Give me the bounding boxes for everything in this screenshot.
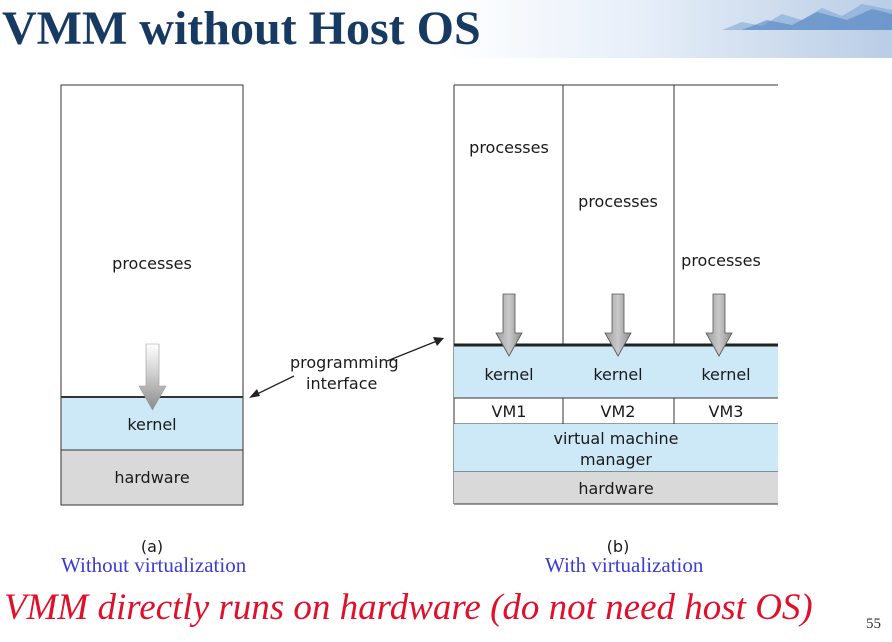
pointer-arrowhead-right-icon [433, 337, 444, 346]
virtualization-diagram: processes kernel hardware (a) programmin… [60, 84, 778, 556]
diagram-b: processes processes processes kernel ker… [453, 84, 778, 556]
b-vm1-down-arrow-icon [495, 293, 523, 357]
b-vm3-label: VM3 [709, 402, 744, 421]
header-decoration [722, 4, 892, 30]
pointer-line2: interface [306, 374, 377, 393]
programming-interface-pointer: programming interface [249, 337, 444, 398]
b-vm2-down-arrow-icon [604, 293, 632, 357]
b-vmm-line2: manager [580, 450, 652, 469]
caption-with-virtualization: With virtualization [545, 553, 704, 577]
b-vm3-processes: processes [681, 251, 761, 270]
a-label: (a) [141, 537, 163, 556]
b-vm3-kernel: kernel [701, 365, 750, 384]
b-vm2-kernel: kernel [593, 365, 642, 384]
pointer-line-left [252, 375, 295, 397]
a-hardware-box [60, 449, 244, 506]
b-label: (b) [607, 537, 630, 556]
b-vm2-label: VM2 [601, 402, 636, 421]
b-vmm-box [454, 424, 778, 472]
b-hardware-box [454, 472, 778, 504]
b-vm1-label: VM1 [492, 402, 527, 421]
caption-without-virtualization: Without virtualization [61, 553, 247, 577]
a-processes-label: processes [112, 254, 192, 273]
b-hardware-label: hardware [578, 479, 653, 498]
a-down-arrow-icon [138, 343, 167, 411]
pointer-arrowhead-left-icon [249, 389, 260, 398]
a-kernel-label: kernel [127, 415, 176, 434]
b-vm1-kernel: kernel [484, 365, 533, 384]
b-vmm-line1: virtual machine [554, 429, 679, 448]
page-number: 55 [866, 616, 881, 632]
b-vm3-down-arrow-icon [705, 293, 733, 357]
slide-title: VMM without Host OS [2, 2, 481, 55]
bottom-note: VMM directly runs on hardware (do not ne… [4, 587, 813, 628]
a-hardware-label: hardware [114, 468, 189, 487]
pointer-line1: programming [290, 353, 399, 372]
diagram-a: processes kernel hardware (a) [60, 84, 244, 556]
b-vm2-processes: processes [578, 192, 658, 211]
pointer-line-right [386, 340, 438, 362]
b-vm1-processes: processes [469, 138, 549, 157]
